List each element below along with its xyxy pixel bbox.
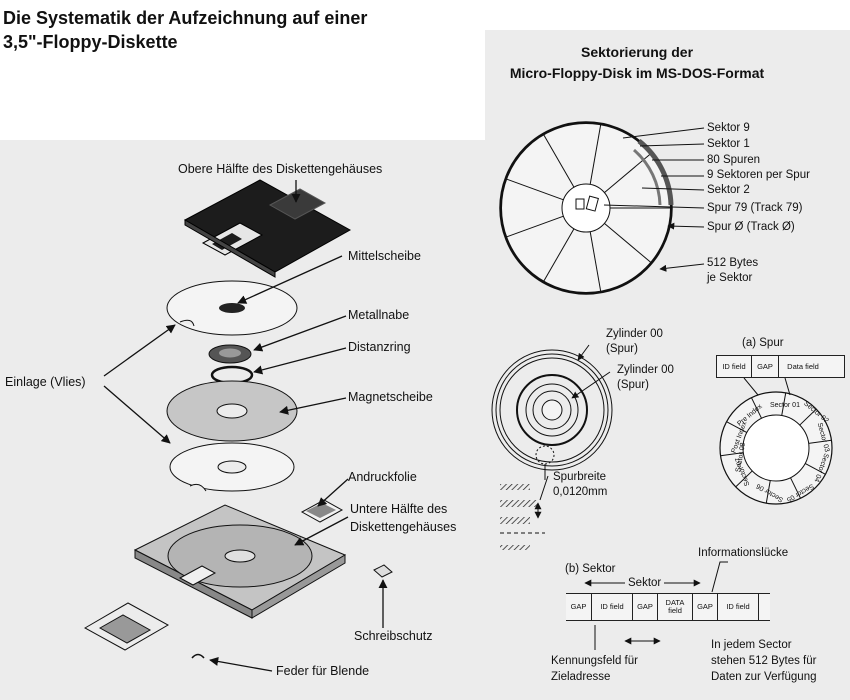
label-track-width-2: 0,0120mm (553, 486, 608, 498)
track-id-field-cell: ID field (716, 355, 752, 378)
label-cylinder-outer-2: (Spur) (606, 343, 638, 355)
ring-segment-boundary (751, 397, 762, 419)
label-cylinder-inner-1: Zylinder 00 (617, 364, 674, 376)
track-width-detail (500, 475, 549, 550)
label-bytes-note-2: stehen 512 Bytes für (711, 655, 817, 667)
sectoring-title-line-1: Sektorierung der (580, 44, 694, 60)
label-sector-9: Sektor 9 (707, 122, 750, 134)
label-pressure-foil: Andruckfolie (348, 470, 417, 484)
sector-id-field-cell-2: ID field (717, 593, 759, 621)
sector-data-label-1: DATA (665, 598, 685, 607)
magnetic-disk (166, 380, 298, 442)
ring-segment-boundary (799, 408, 817, 426)
metal-hub (208, 344, 252, 364)
label-80-tracks: 80 Spuren (707, 154, 761, 166)
spring (191, 653, 205, 659)
label-bytes-note-1: In jedem Sector (711, 639, 792, 651)
sector-gap-cell-3: GAP (692, 593, 718, 621)
cylinder-diagram (491, 344, 613, 480)
label-track-format-title: (a) Spur (742, 337, 784, 349)
label-per-sector: je Sektor (707, 272, 753, 284)
ring-segment-boundary (720, 452, 744, 457)
label-cylinder-inner-2: (Spur) (617, 379, 649, 391)
label-spacer-ring: Distanzring (348, 340, 411, 354)
track-data-field-cell: Data field (778, 355, 828, 378)
label-sector-span: Sektor (625, 576, 665, 591)
label-shutter-spring: Feder für Blende (276, 664, 370, 678)
label-lower-housing-1: Untere Hälfte des (350, 502, 448, 516)
label-track-width-1: Spurbreite (553, 471, 607, 483)
label-id-note-2: Zieladresse (551, 671, 611, 683)
label-lower-housing-2: Diskettengehäuses (350, 520, 457, 534)
sector-data-label-2: field (668, 606, 682, 615)
label-sector-1: Sektor 1 (707, 138, 750, 150)
label-sector-format-title: (b) Sektor (565, 563, 616, 575)
main-title-line-1: Die Systematik der Aufzeichnung auf eine… (3, 8, 368, 28)
label-upper-housing: Obere Hälfte des Diskettengehäuses (178, 162, 383, 176)
write-protect-tab (373, 564, 393, 578)
ring-label-sector-01: Sector 01 (770, 402, 800, 409)
ring-segment-boundary (804, 463, 826, 475)
label-track-79: Spur 79 (Track 79) (707, 202, 803, 214)
sector-boundary-line (589, 124, 602, 185)
center-disk (166, 280, 298, 336)
label-track-0: Spur Ø (Track Ø) (707, 221, 795, 233)
ring-segment-boundary (726, 421, 748, 433)
label-liner: Einlage (Vlies) (5, 375, 86, 389)
sector-boundary-line (505, 178, 564, 201)
sector-boundary-line (505, 215, 564, 238)
ring-segment-boundary (735, 470, 753, 488)
main-title-line-2: 3,5"-Floppy-Diskette (3, 32, 178, 52)
ring-segment-boundary (765, 480, 771, 504)
lower-liner (169, 442, 295, 492)
sector-disk (499, 121, 674, 295)
ring-segment-boundary (808, 439, 832, 444)
scanned-page-background-top (485, 30, 850, 140)
sector-format-lines (584, 561, 728, 650)
label-sectors-per-track: 9 Sektoren per Spur (707, 169, 810, 181)
sectoring-title-line-2: Micro-Floppy-Disk im MS-DOS-Format (509, 65, 765, 81)
sector-id-field-cell-1: ID field (591, 593, 633, 621)
label-sector-2: Sektor 2 (707, 184, 750, 196)
track-end-cell (827, 355, 845, 378)
sector-boundary-line (543, 134, 575, 188)
track-gap-cell: GAP (751, 355, 779, 378)
label-id-note-1: Kennungsfeld für (551, 655, 638, 667)
sector-boundary-line (543, 228, 575, 282)
lower-housing (133, 504, 347, 619)
upper-housing (183, 179, 352, 278)
sector-boundary-line (589, 231, 602, 292)
sector-pointer-lines (603, 127, 705, 272)
label-magnetic-disk: Magnetscheibe (348, 390, 433, 404)
label-cylinder-outer-1: Zylinder 00 (606, 328, 663, 340)
sector-end-cell (758, 593, 770, 621)
label-bytes-note-3: Daten zur Verfügung (711, 671, 817, 683)
shutter-plate (83, 602, 170, 651)
label-metal-hub: Metallnabe (348, 308, 410, 322)
sector-gap-cell-2: GAP (632, 593, 658, 621)
sector-data-field-cell: DATA field (657, 593, 693, 621)
main-title: Die Systematik der Aufzeichnung auf eine… (3, 6, 367, 54)
label-center-disk: Mittelscheibe (348, 249, 421, 263)
track-ring (719, 377, 833, 505)
sector-boundary-line (604, 223, 652, 264)
label-512-bytes: 512 Bytes (707, 257, 759, 269)
label-info-gap: Informationslücke (698, 547, 789, 559)
label-write-protect: Schreibschutz (354, 629, 433, 643)
ring-segment-boundary (790, 477, 801, 499)
exploded-pointer-lines (103, 180, 388, 672)
sectoring-title: Sektorierung der Micro-Floppy-Disk im MS… (487, 42, 787, 84)
sector-gap-cell-1: GAP (566, 593, 592, 621)
pressure-foil (300, 499, 344, 523)
ring-segment-boundary (781, 392, 787, 416)
